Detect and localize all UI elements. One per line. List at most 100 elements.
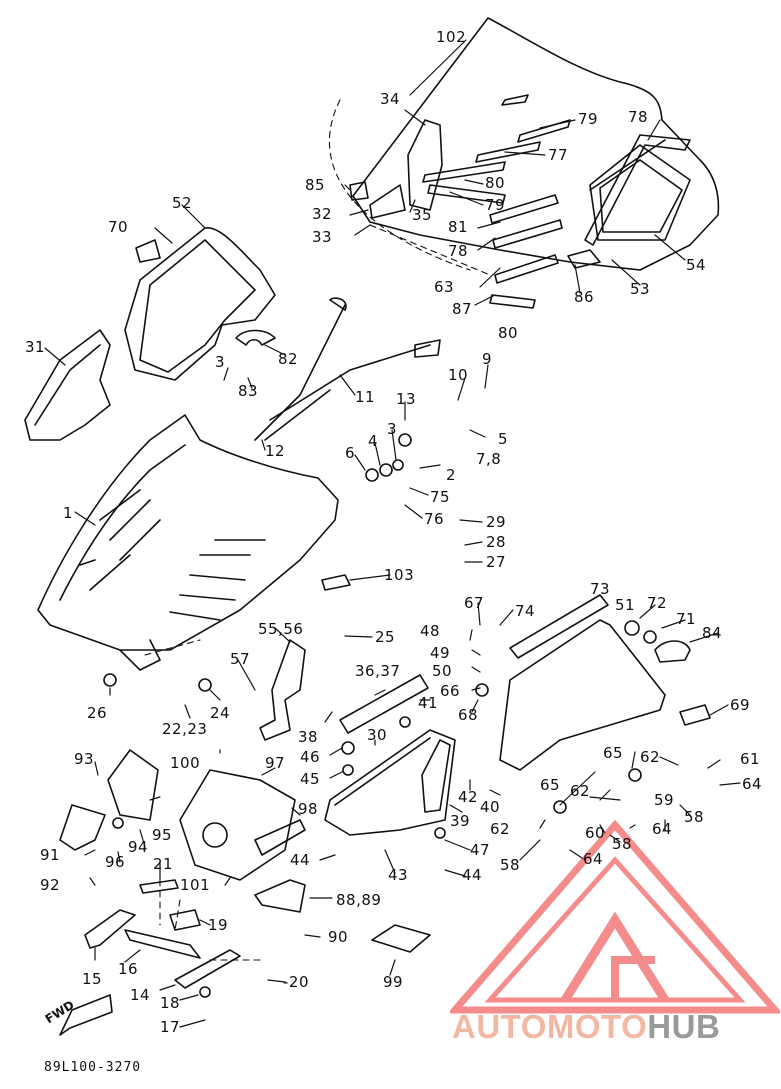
callout-21: 21 [153, 855, 174, 873]
lower-cowl-part [499, 619, 666, 771]
callout-79: 79 [578, 110, 599, 128]
watermark-brand: AUTOMOTOHUB [452, 1008, 720, 1046]
callout-43: 43 [388, 866, 409, 884]
side-panel-part [124, 227, 276, 381]
hood-part [37, 414, 339, 651]
callout-72: 72 [647, 594, 668, 612]
callout-74: 74 [515, 602, 536, 620]
callout-103: 103 [384, 566, 415, 584]
callout-44: 44 [290, 851, 311, 869]
callout-25: 25 [375, 628, 396, 646]
callout-54: 54 [686, 256, 707, 274]
callout-77: 77 [548, 146, 569, 164]
callout-75: 75 [430, 488, 451, 506]
callout-102: 102 [436, 28, 467, 46]
callout-98: 98 [298, 800, 319, 818]
callout-28: 28 [486, 533, 507, 551]
callout-7-8: 7,8 [476, 450, 502, 468]
callout-100: 100 [170, 754, 201, 772]
callout-86: 86 [574, 288, 595, 306]
callout-58: 58 [684, 808, 705, 826]
callout-83: 83 [238, 382, 259, 400]
callout-48: 48 [420, 622, 441, 640]
callout-78: 78 [448, 242, 469, 260]
callout-40: 40 [480, 798, 501, 816]
windshield-part [352, 17, 720, 271]
callout-60: 60 [585, 824, 606, 842]
callout-64: 64 [652, 820, 673, 838]
callout-52: 52 [172, 194, 193, 212]
callout-80: 80 [485, 174, 506, 192]
callout-39: 39 [450, 812, 471, 830]
callout-38: 38 [298, 728, 319, 746]
callout-59: 59 [654, 791, 675, 809]
callout-16: 16 [118, 960, 139, 978]
callout-94: 94 [128, 838, 149, 856]
callout-65: 65 [540, 776, 561, 794]
callout-45: 45 [300, 770, 321, 788]
callout-24: 24 [210, 704, 231, 722]
callout-99: 99 [383, 973, 404, 991]
callout-17: 17 [160, 1018, 181, 1036]
callout-58: 58 [500, 856, 521, 874]
callout-81: 81 [448, 218, 469, 236]
watermark-part1: AUTOMOTO [452, 1008, 648, 1045]
callout-85: 85 [305, 176, 326, 194]
callout-34: 34 [380, 90, 401, 108]
callout-82: 82 [278, 350, 299, 368]
callout-41: 41 [418, 694, 439, 712]
callout-64: 64 [583, 850, 604, 868]
callout-90: 90 [328, 928, 349, 946]
callout-73: 73 [590, 580, 611, 598]
callout-33: 33 [312, 228, 333, 246]
callout-1: 1 [63, 504, 74, 522]
callout-76: 76 [424, 510, 445, 528]
callout-53: 53 [630, 280, 651, 298]
callout-2: 2 [446, 466, 457, 484]
callout-18: 18 [160, 994, 181, 1012]
callout-31: 31 [25, 338, 46, 356]
callout-64: 64 [742, 775, 763, 793]
callout-35: 35 [412, 206, 433, 224]
callout-14: 14 [130, 986, 151, 1004]
callout-3: 3 [387, 420, 398, 438]
callout-62: 62 [640, 748, 661, 766]
callout-44: 44 [462, 866, 483, 884]
callout-42: 42 [458, 788, 479, 806]
callout-95: 95 [152, 826, 173, 844]
callout-61: 61 [740, 750, 761, 768]
callout-6: 6 [345, 444, 356, 462]
callout-27: 27 [486, 553, 507, 571]
callout-78: 78 [628, 108, 649, 126]
callout-84: 84 [702, 624, 723, 642]
callout-47: 47 [470, 841, 491, 859]
callout-68: 68 [458, 706, 479, 724]
callout-93: 93 [74, 750, 95, 768]
callout-57: 57 [230, 650, 251, 668]
callout-5: 5 [498, 430, 509, 448]
callout-70: 70 [108, 218, 129, 236]
callout-66: 66 [440, 682, 461, 700]
callout-12: 12 [265, 442, 286, 460]
callout-15: 15 [82, 970, 103, 988]
callout-91: 91 [40, 846, 61, 864]
callout-3: 3 [215, 353, 226, 371]
callout-79: 79 [485, 196, 506, 214]
callout-92: 92 [40, 876, 61, 894]
callout-96: 96 [105, 853, 126, 871]
callout-9: 9 [482, 350, 493, 368]
callout-4: 4 [368, 432, 379, 450]
callout-36-37: 36,37 [355, 662, 401, 680]
callout-101: 101 [180, 876, 211, 894]
callout-32: 32 [312, 205, 333, 223]
callout-67: 67 [464, 594, 485, 612]
callout-62: 62 [570, 782, 591, 800]
callout-19: 19 [208, 916, 229, 934]
automotohub-logo [450, 820, 780, 1014]
drawing-code: 89L100-3270 [44, 1060, 142, 1075]
watermark-part2: HUB [647, 1008, 721, 1045]
callout-29: 29 [486, 513, 507, 531]
callout-13: 13 [396, 390, 417, 408]
callout-26: 26 [87, 704, 108, 722]
